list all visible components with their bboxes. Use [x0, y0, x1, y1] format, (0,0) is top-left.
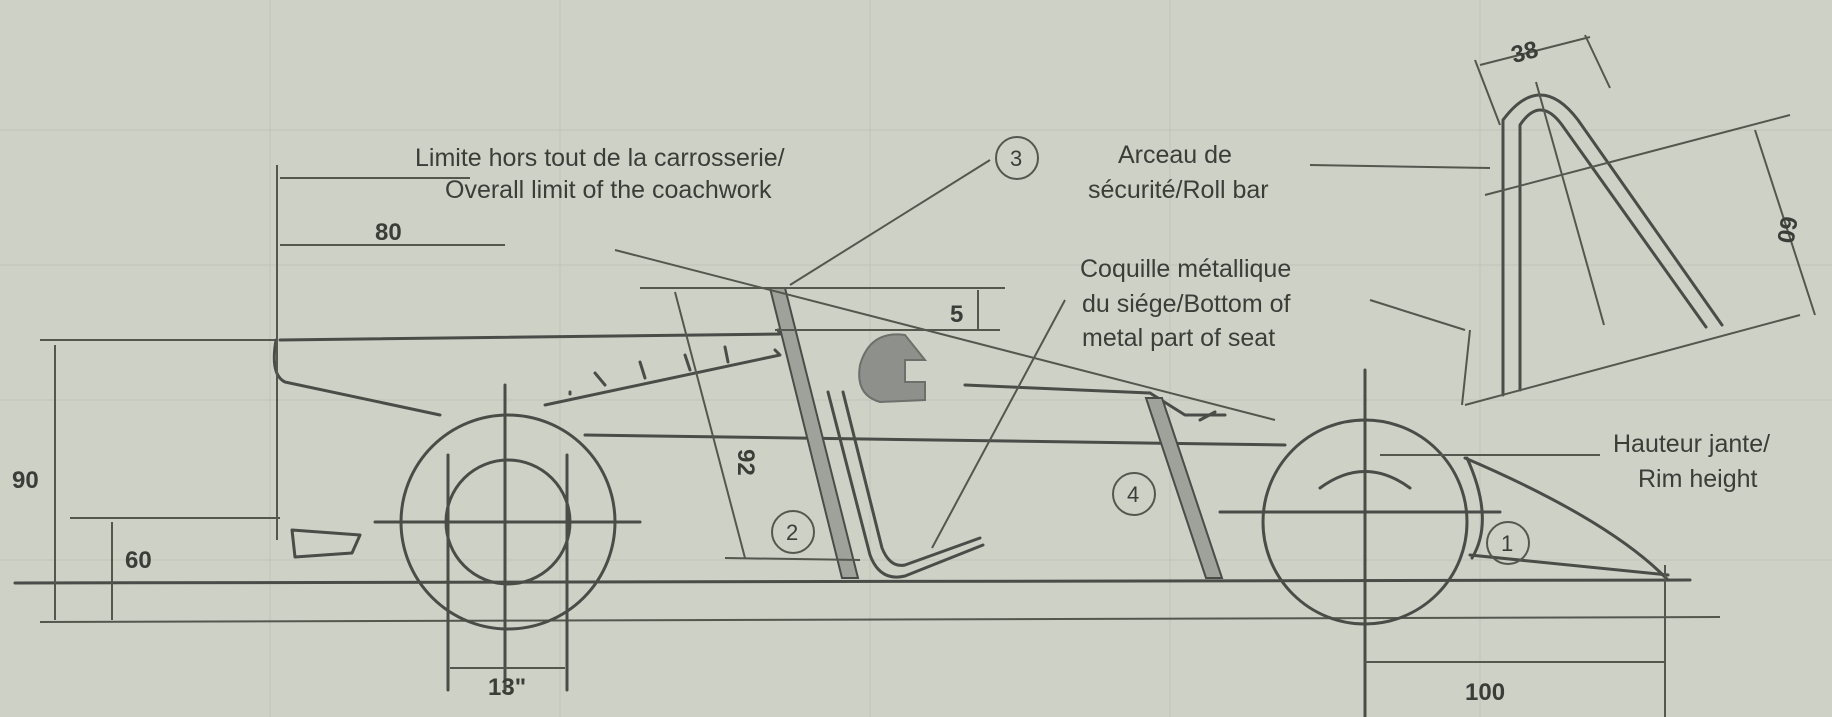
- dimension-values: 80 90 60 13" 100 92 5 38 60: [12, 36, 1802, 706]
- dimension-lines: [40, 165, 1666, 717]
- rear-wheel: [1218, 368, 1502, 717]
- svg-text:Arceau de: Arceau de: [1118, 141, 1232, 169]
- marker-1: 1: [1486, 521, 1530, 565]
- label-roll-bar: Arceau de sécurité/Roll bar: [1088, 141, 1269, 204]
- ground-lines: [13, 578, 1721, 623]
- svg-text:sécurité/Roll bar: sécurité/Roll bar: [1088, 176, 1269, 204]
- label-rim-height: Hauteur jante/ Rim height: [1613, 430, 1770, 493]
- dim-height-nose: 60: [125, 547, 152, 574]
- dim-wheel: 13": [488, 674, 526, 701]
- dim-front-overhang: 80: [375, 219, 402, 246]
- svg-text:metal part of seat: metal part of seat: [1082, 324, 1275, 352]
- driver-helmet-icon: [858, 333, 928, 404]
- svg-text:Limite hors tout de la carross: Limite hors tout de la carrosserie/: [415, 144, 785, 172]
- dim-height-total: 90: [12, 467, 39, 494]
- dim-clearance: 5: [950, 301, 963, 328]
- front-wheel: [373, 383, 642, 692]
- svg-text:du siége/Bottom of: du siége/Bottom of: [1082, 290, 1291, 318]
- marker-4: 4: [1112, 472, 1156, 516]
- svg-text:3: 3: [1010, 146, 1022, 171]
- leader-lines: [789, 159, 1600, 549]
- roll-bar-detail: [1464, 34, 1816, 406]
- label-coachwork: Limite hors tout de la carrosserie/ Over…: [415, 144, 785, 204]
- svg-text:Hauteur jante/: Hauteur jante/: [1613, 430, 1770, 458]
- svg-text:Rim height: Rim height: [1638, 465, 1758, 493]
- marker-2: 2: [771, 510, 815, 554]
- dim-rollbar-width: 38: [1508, 36, 1541, 69]
- dim-rear-overhang: 100: [1465, 679, 1505, 706]
- label-seat: Coquille métallique du siége/Bottom of m…: [1080, 255, 1291, 352]
- svg-text:4: 4: [1127, 482, 1139, 507]
- svg-text:Coquille métallique: Coquille métallique: [1080, 255, 1291, 283]
- seat: [826, 390, 985, 579]
- marker-3: 3: [995, 136, 1039, 180]
- dim-rollbar-height: 92: [732, 449, 759, 476]
- svg-text:1: 1: [1501, 531, 1513, 556]
- coachwork-limit-line: [614, 249, 1276, 421]
- svg-text:2: 2: [786, 520, 798, 545]
- svg-text:Overall limit of the coachwork: Overall limit of the coachwork: [445, 176, 772, 204]
- dim-rollbar-section: 60: [1771, 214, 1802, 245]
